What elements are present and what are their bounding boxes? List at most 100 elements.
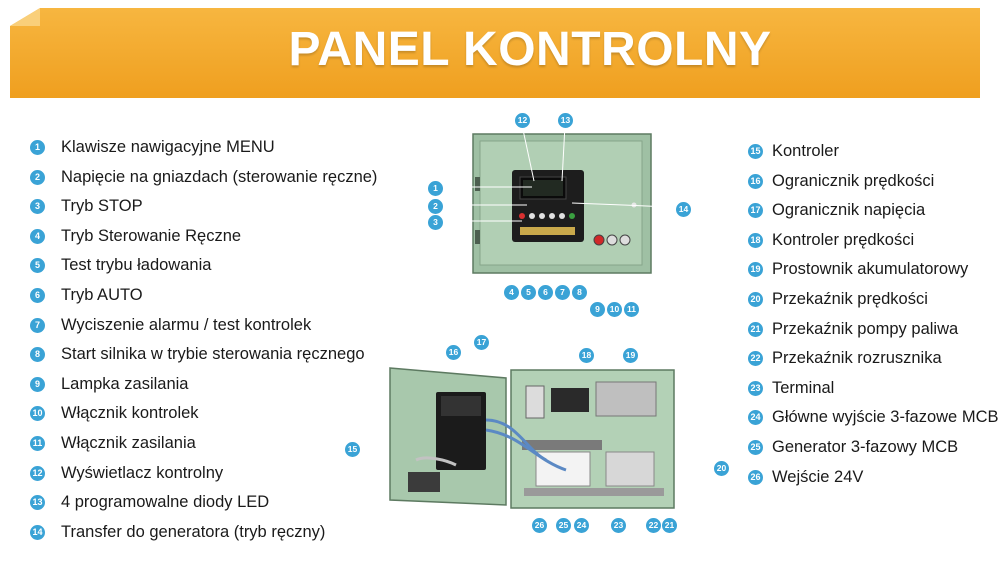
callout-badge: 25 — [555, 517, 572, 534]
number-badge: 16 — [748, 173, 763, 189]
legend-item: 10 Włącznik kontrolek — [30, 404, 199, 423]
callout-badge: 12 — [514, 112, 531, 129]
number-badge: 26 — [748, 469, 763, 485]
legend-label: Ogranicznik napięcia — [772, 201, 926, 220]
legend-label: Przekaźnik rozrusznika — [772, 349, 942, 368]
legend-label: Przekaźnik pompy paliwa — [772, 319, 959, 338]
number-badge: 17 — [748, 203, 763, 219]
control-cabinet-interior-photo — [389, 367, 675, 509]
legend-label: Ogranicznik prędkości — [772, 171, 935, 190]
number-badge: 4 — [30, 228, 45, 244]
callout-badge: 6 — [537, 284, 554, 301]
legend-item: 6 Tryb AUTO — [30, 286, 143, 305]
callout-badge: 19 — [622, 347, 639, 364]
legend-label: Napięcie na gniazdach (sterowanie ręczne… — [61, 167, 378, 186]
callout-badge: 17 — [473, 334, 490, 351]
callout-badge: 15 — [344, 441, 361, 458]
callout-badge: 18 — [578, 347, 595, 364]
number-badge: 18 — [748, 232, 763, 248]
legend-item: 8 Start silnika w trybie sterowania ręczn… — [30, 345, 365, 364]
number-badge: 1 — [30, 140, 45, 155]
callout-badge: 5 — [520, 284, 537, 301]
callout-badge: 3 — [427, 214, 444, 231]
legend-item: 24 Główne wyjście 3-fazowe MCB — [748, 408, 999, 427]
number-badge: 2 — [30, 169, 45, 185]
legend-label: Kontroler prędkości — [772, 230, 915, 249]
legend-item: 5 Test trybu ładowania — [30, 256, 211, 275]
number-badge: 11 — [30, 436, 45, 451]
legend-label: Tryb AUTO — [61, 286, 143, 304]
legend-item: 15 Kontroler — [748, 142, 839, 161]
callout-badge: 1 — [427, 180, 444, 197]
number-badge: 24 — [748, 410, 763, 426]
legend-label: Terminal — [772, 378, 835, 397]
legend-label: Start silnika w trybie sterowania ręczne… — [61, 345, 365, 364]
legend-label: Włącznik kontrolek — [61, 404, 199, 423]
callout-badge: 7 — [554, 284, 571, 301]
legend-label: Prostownik akumulatorowy — [772, 260, 969, 279]
callout-badge: 26 — [531, 517, 548, 534]
title-banner: PANEL KONTROLNY — [10, 8, 980, 98]
legend-label: 4 programowalne diody LED — [61, 493, 270, 512]
legend-item: 13 4 programowalne diody LED — [30, 493, 269, 512]
callout-badge: 21 — [661, 517, 678, 534]
callout-badge: 23 — [610, 517, 627, 534]
callout-badge: 10 — [606, 301, 623, 318]
callout-badge: 14 — [675, 201, 692, 218]
callout-badge: 24 — [573, 517, 590, 534]
legend-item: 23 Terminal — [748, 379, 834, 398]
legend-item: 4 Tryb Sterowanie Ręczne — [30, 227, 241, 246]
legend-label: Tryb Sterowanie Ręczne — [61, 226, 242, 245]
legend-label: Generator 3-fazowy MCB — [772, 438, 959, 456]
legend-item: 16 Ogranicznik prędkości — [748, 172, 934, 191]
legend-item: 14 Transfer do generatora (tryb ręczny) — [30, 523, 325, 542]
number-badge: 6 — [30, 288, 45, 303]
legend-item: 20 Przekaźnik prędkości — [748, 290, 928, 309]
number-badge: 10 — [30, 406, 45, 422]
legend-label: Lampka zasilania — [61, 374, 189, 393]
number-badge: 9 — [30, 376, 45, 392]
legend-label: Test trybu ładowania — [61, 256, 212, 275]
number-badge: 15 — [748, 144, 763, 159]
banner-shape — [10, 8, 980, 98]
callout-badge: 8 — [571, 284, 588, 301]
callout-badge: 9 — [589, 301, 606, 318]
callout-badge: 4 — [503, 284, 520, 301]
legend-item: 17 Ogranicznik napięcia — [748, 201, 925, 220]
number-badge: 13 — [30, 495, 45, 511]
legend-label: Główne wyjście 3-fazowe MCB — [772, 408, 999, 427]
number-badge: 3 — [30, 199, 45, 215]
callout-badge: 22 — [645, 517, 662, 534]
legend-label: Transfer do generatora (tryb ręczny) — [61, 522, 326, 541]
legend-item: 2 Napięcie na gniazdach (sterowanie ręczn… — [30, 168, 377, 187]
legend-item: 25 Generator 3-fazowy MCB — [748, 438, 958, 457]
legend-item: 1 Klawisze nawigacyjne MENU — [30, 138, 275, 157]
number-badge: 25 — [748, 440, 763, 455]
number-badge: 5 — [30, 258, 45, 274]
callout-badge: 11 — [623, 301, 640, 318]
number-badge: 22 — [748, 351, 763, 367]
legend-item: 19 Prostownik akumulatorowy — [748, 260, 968, 279]
legend-label: Włącznik zasilania — [61, 434, 196, 452]
legend-label: Wejście 24V — [772, 467, 864, 486]
legend-label: Kontroler — [772, 142, 839, 160]
number-badge: 19 — [748, 262, 763, 278]
number-badge: 23 — [748, 380, 763, 396]
number-badge: 20 — [748, 292, 763, 307]
legend-label: Wyświetlacz kontrolny — [61, 463, 224, 482]
callout-badge: 16 — [445, 344, 462, 361]
legend-label: Przekaźnik prędkości — [772, 290, 928, 308]
callout-badge: 2 — [427, 198, 444, 215]
legend-label: Klawisze nawigacyjne MENU — [61, 138, 275, 156]
callout-badge: 20 — [713, 460, 730, 477]
legend-item: 18 Kontroler prędkości — [748, 231, 914, 250]
callout-badge: 13 — [557, 112, 574, 129]
number-badge: 7 — [30, 317, 45, 333]
legend-item: 26 Wejście 24V — [748, 468, 863, 487]
number-badge: 14 — [30, 524, 45, 540]
number-badge: 8 — [30, 347, 45, 363]
